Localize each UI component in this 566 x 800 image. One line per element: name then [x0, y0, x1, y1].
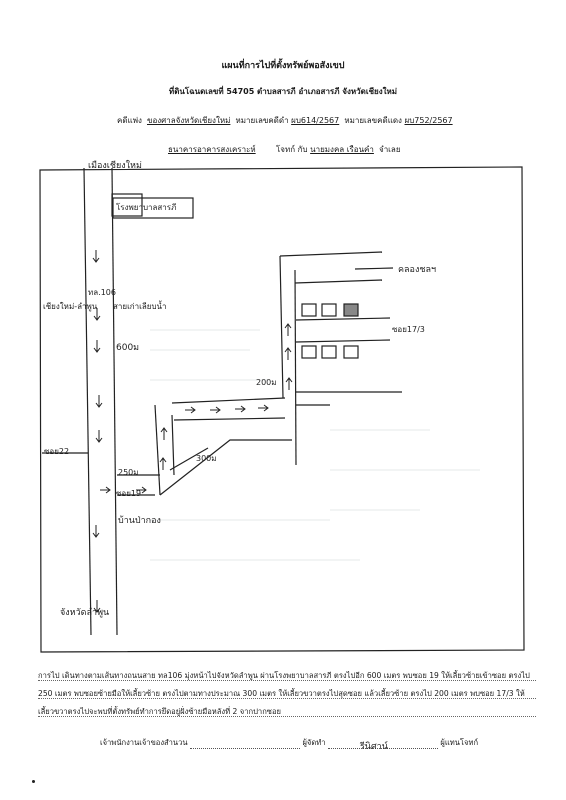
house	[321, 303, 337, 317]
directions-text: การไป เดินทางตามเส้นทางถนนสาย ทล106 มุ่ง…	[38, 671, 530, 716]
target-house	[343, 303, 359, 317]
house	[301, 345, 317, 359]
house	[321, 345, 337, 359]
drafter-label: ผู้จัดทำ	[302, 738, 326, 747]
arrow-down	[92, 250, 100, 263]
north-road-right	[294, 269, 297, 466]
arrow-right	[210, 406, 221, 414]
highway-right-edge	[111, 167, 118, 636]
east-road-bottom	[173, 417, 286, 421]
arrow-down	[95, 395, 103, 408]
branch-left-edge	[154, 404, 161, 496]
arrow-down	[93, 340, 101, 353]
officer-label: เจ้าพนักงานเจ้าของสำนวน	[100, 738, 188, 747]
label-irrigation-canal: คลองชลฯ	[398, 265, 437, 275]
signature-mark: รีนิศาน์	[359, 742, 388, 752]
diagonal-road	[159, 439, 292, 496]
label-ban-pakong: บ้านป่ากอง	[118, 516, 161, 526]
canal-pointer	[354, 267, 394, 270]
branch-right-edge	[171, 414, 175, 476]
label-dist-200: 200ม	[256, 378, 277, 387]
dist-300-pointer	[169, 447, 209, 471]
plaintiff-name: ธนาคารอาคารสงเคราะห์	[168, 145, 256, 154]
soi-17-3-top	[295, 317, 391, 321]
representative-label: ผู้แทนโจทก์	[440, 738, 479, 747]
highway-left-edge	[83, 167, 92, 636]
label-dist-600: 600ม	[116, 343, 140, 353]
arrow-down	[92, 525, 100, 538]
label-to-lamphun: จังหวัดลำพูน	[60, 608, 110, 618]
label-hospital: โรงพยาบาลสารภี	[116, 203, 177, 212]
court-name: ของศาลจังหวัดเชียงใหม่	[146, 116, 231, 125]
plaintiff-label: โจทก์	[276, 145, 296, 154]
page-dot	[32, 780, 35, 783]
arrow-up	[160, 427, 168, 440]
arrow-down	[93, 600, 101, 613]
arrow-up	[284, 347, 292, 360]
case-label: คดีแพ่ง	[117, 116, 142, 125]
label-soi-17-3: ซอย17/3	[392, 325, 425, 334]
defendant-name: นายมงคล เรือนคำ	[310, 145, 374, 154]
label-road-name: เชียงใหม่-ลำพูน	[43, 302, 98, 311]
top-road-lower	[294, 279, 383, 284]
house	[301, 303, 317, 317]
label-highway-106: ทล.106	[88, 288, 116, 297]
arrow-up	[159, 457, 167, 470]
label-old-road: สายเก่าเลียบน้ำ	[113, 302, 167, 311]
label-soi-22: ซอย22	[44, 447, 70, 456]
case-line: คดีแพ่ง ของศาลจังหวัดเชียงใหม่ หมายเลขคด…	[117, 114, 453, 127]
parties-line: ธนาคารอาคารสงเคราะห์ โจทก์ กับ นายมงคล เ…	[168, 143, 401, 156]
top-road	[279, 251, 383, 257]
arrow-right	[258, 404, 269, 412]
red-case-label: หมายเลขคดีแดง	[344, 116, 402, 125]
arrow-down	[95, 430, 103, 443]
label-dist-250: 250ม	[118, 468, 139, 477]
black-case-label: หมายเลขคดีดำ	[235, 116, 289, 125]
arrow-right	[235, 405, 246, 413]
deed-subtitle: ที่ดินโฉนดเลขที่ 54705 ตำบลสารภี อำเภอสา…	[168, 87, 398, 96]
arrow-up	[284, 323, 292, 336]
house	[343, 345, 359, 359]
arrow-right	[185, 406, 196, 414]
label-dist-300: 300ม	[196, 454, 217, 463]
arrow-right	[136, 486, 147, 494]
red-case-number: ผบ752/2567	[404, 116, 453, 125]
label-to-chiangmai: เมืองเชียงใหม่	[88, 161, 142, 171]
east-road-top	[171, 397, 286, 404]
arrow-up	[285, 377, 293, 390]
signature-row: เจ้าพนักงานเจ้าของสำนวน ผู้จัดทำ รีนิศาน…	[100, 737, 479, 752]
hospital-box	[111, 193, 143, 217]
label-soi-19: ซอย19	[116, 489, 142, 498]
north-road-left	[279, 255, 284, 399]
map-frame	[39, 166, 525, 653]
hospital-label-box	[112, 197, 194, 219]
between-word: กับ	[297, 145, 308, 154]
page-title: แผนที่การไปที่ตั้งทรัพย์พอสังเขป	[221, 61, 345, 71]
black-case-number: ผบ614/2567	[291, 116, 340, 125]
arrow-right	[100, 486, 111, 494]
soi-17-3-bottom	[295, 339, 391, 343]
arrow-down	[93, 308, 101, 321]
defendant-label: จำเลย	[379, 145, 401, 154]
